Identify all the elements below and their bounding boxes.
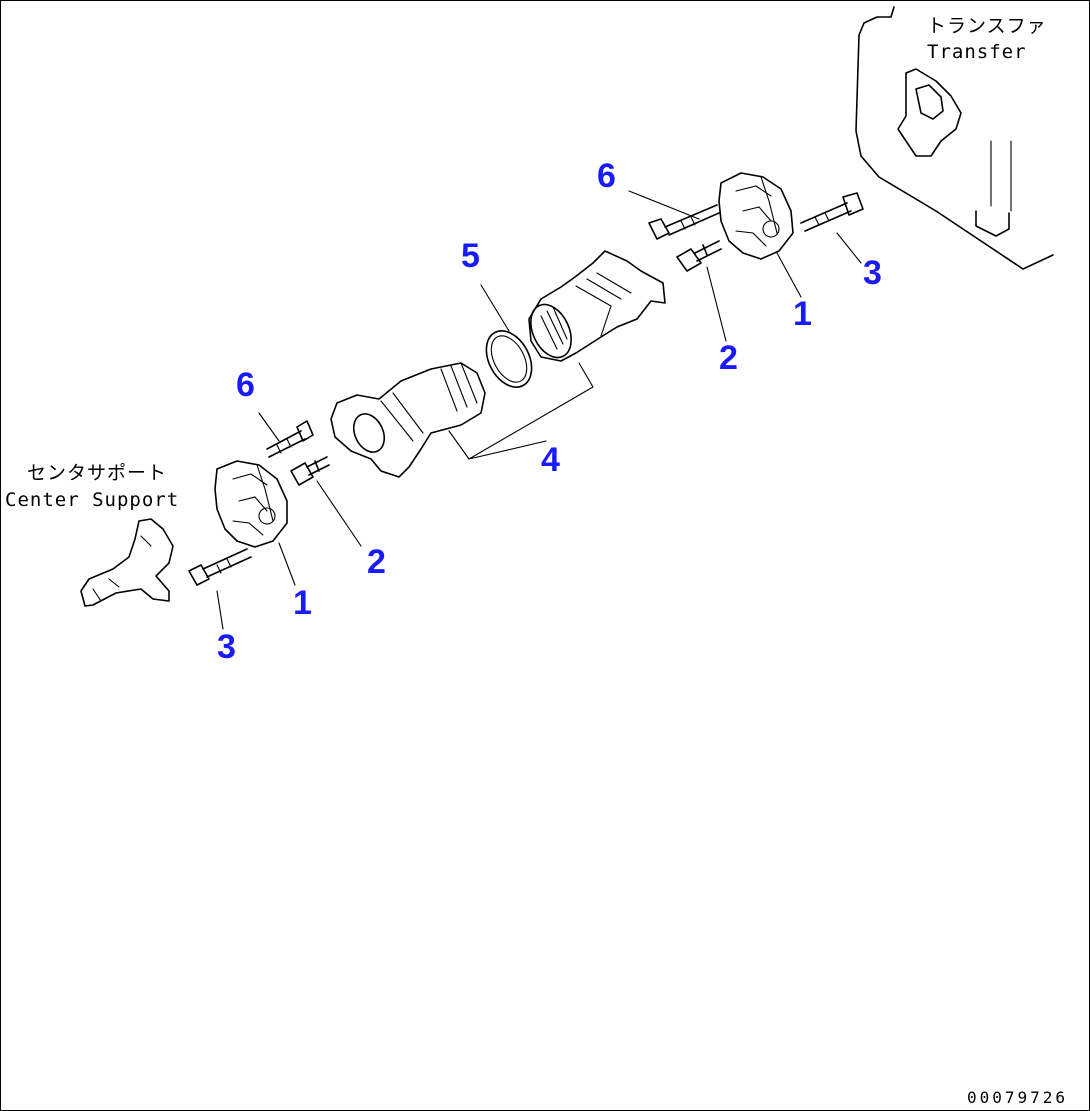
callout-2-upper: 2 xyxy=(719,339,738,377)
callout-5: 5 xyxy=(461,237,480,275)
spider-joint-right xyxy=(718,172,794,260)
grease-fitting-left xyxy=(290,456,330,486)
callout-4: 4 xyxy=(541,441,560,479)
transfer-label-en: Transfer xyxy=(927,41,1027,63)
center-support-yoke xyxy=(80,518,174,607)
slip-yoke-sleeve xyxy=(528,250,666,362)
bolt-upper-left xyxy=(266,420,314,458)
transfer-label-jp: トランスファ xyxy=(927,15,1047,37)
callout-3-lower: 3 xyxy=(217,628,236,666)
grease-fitting-right xyxy=(676,240,722,272)
callout-3-upper: 3 xyxy=(863,254,882,292)
callout-6-upper: 6 xyxy=(597,157,616,195)
callout-6-lower: 6 xyxy=(236,366,255,404)
yoke-splined-shaft xyxy=(330,362,486,478)
bolt-lower-right xyxy=(800,192,864,232)
callout-1-upper: 1 xyxy=(793,295,812,333)
transfer-housing xyxy=(855,6,1054,270)
bolt-upper-right xyxy=(648,204,720,240)
spider-joint-left xyxy=(214,460,288,548)
document-number: 00079726 xyxy=(967,1088,1068,1107)
callout-2-lower: 2 xyxy=(367,543,386,581)
bolt-lower-left xyxy=(188,548,252,586)
snap-ring xyxy=(485,330,533,388)
leader-lines xyxy=(216,190,862,630)
callout-1-lower: 1 xyxy=(293,584,312,622)
center-support-label-en: Center Support xyxy=(5,489,179,511)
center-support-label-jp: センタサポート xyxy=(27,462,167,484)
